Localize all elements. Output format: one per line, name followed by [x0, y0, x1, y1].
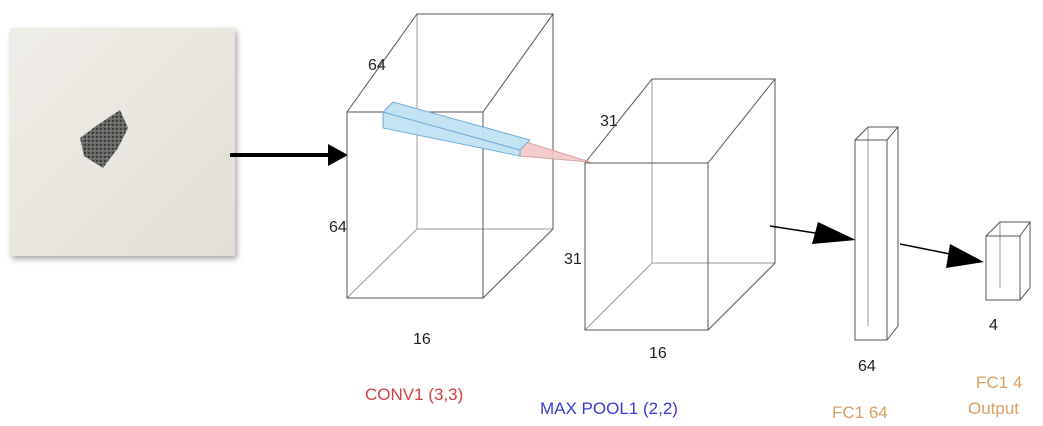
fc64-caption: FC1 64 [832, 403, 888, 422]
conv-caption: CONV1 (3,3) [365, 385, 463, 404]
pool-block [584, 78, 777, 331]
fc4-block [985, 221, 1031, 301]
conv-kernel [382, 101, 591, 163]
input-image [10, 28, 235, 256]
fc4-caption-line1: FC1 4 [976, 373, 1022, 392]
fc64-to-fc4-arrow [899, 243, 984, 268]
pool-caption: MAX POOL1 (2,2) [540, 399, 678, 418]
fc4-caption-line2: Output [968, 399, 1019, 418]
pool-height-label: 31 [564, 251, 582, 268]
pool-width-label: 16 [649, 345, 667, 362]
fc64-block [854, 126, 900, 341]
specimen-object [80, 110, 128, 168]
pool-depth-label: 31 [600, 113, 618, 130]
conv-height-label: 64 [329, 219, 347, 236]
kernel-bar [382, 101, 531, 157]
fc4-size-label: 4 [989, 317, 998, 334]
conv-width-label: 16 [413, 331, 431, 348]
kernel-projection-cone [519, 139, 591, 163]
input-to-conv-arrow [230, 144, 348, 166]
pool-to-fc64-arrow [769, 222, 856, 244]
conv-depth-label: 64 [368, 57, 386, 74]
fc64-size-label: 64 [858, 358, 876, 375]
